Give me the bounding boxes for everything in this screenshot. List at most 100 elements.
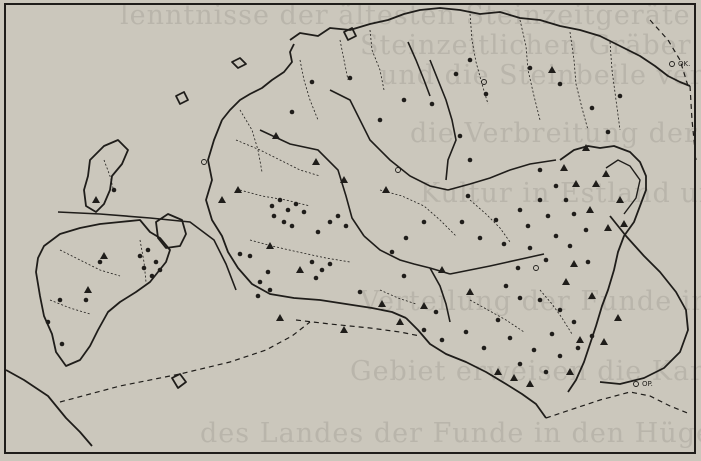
dot-symbol [517, 207, 523, 213]
bleed-through-line-3: und die Steinbeile verteilten sich die B… [380, 60, 701, 91]
dot-symbol [467, 157, 473, 163]
dot-symbol [247, 253, 253, 259]
triangle-symbol [576, 336, 584, 343]
triangle-symbol [494, 368, 502, 375]
triangle-symbol [592, 180, 600, 187]
triangle-symbol [378, 300, 386, 307]
dot-symbol [389, 249, 395, 255]
triangle-symbol [312, 158, 320, 165]
dot-symbol [605, 129, 611, 135]
triangle-symbol [548, 66, 556, 73]
dot-symbol [347, 75, 353, 81]
dot-symbol [549, 331, 555, 337]
dot-symbol [507, 335, 513, 341]
dot-symbol [265, 269, 271, 275]
dot-symbol [537, 197, 543, 203]
dot-symbol [557, 81, 563, 87]
dot-symbol [269, 203, 275, 209]
bleed-through-line-2: Steinzeitlichen Gräber den sechsen Grund [360, 30, 701, 61]
triangle-symbol [466, 288, 474, 295]
dot-symbol [527, 65, 533, 71]
dot-symbol [503, 283, 509, 289]
dot-symbol [327, 261, 333, 267]
triangle-symbol [340, 176, 348, 183]
dot-symbol [309, 79, 315, 85]
triangle-symbol [582, 144, 590, 151]
dot-symbol [401, 97, 407, 103]
county-borders [57, 41, 557, 323]
dot-symbol [237, 251, 243, 257]
dot-symbol [289, 109, 295, 115]
dot-symbol [271, 213, 277, 219]
dashed-boundaries [59, 19, 697, 419]
dot-symbol [257, 279, 263, 285]
dot-symbol [467, 57, 473, 63]
triangle-symbol [340, 326, 348, 333]
dot-symbol [439, 337, 445, 343]
dot-symbol [567, 243, 573, 249]
triangle-symbol [560, 164, 568, 171]
dot-symbol [421, 219, 427, 225]
dot-symbol [377, 117, 383, 123]
triangle-symbol [604, 224, 612, 231]
dot-symbol [543, 257, 549, 263]
dot-symbol [137, 253, 143, 259]
triangle-symbol [588, 292, 596, 299]
dot-symbol [319, 267, 325, 273]
bleed-through-line-8: des Landes der Funde in den Hügeln [200, 418, 701, 449]
dot-symbol [59, 341, 65, 347]
dot-symbol [537, 297, 543, 303]
dot-symbol [315, 229, 321, 235]
triangle-symbol [396, 318, 404, 325]
place-label-se: OP. [642, 380, 653, 388]
dot-symbol [277, 197, 283, 203]
dot-symbol [83, 297, 89, 303]
bleed-through-line-4: die Verbreitung der Steinzeitlichen Sied… [410, 118, 701, 149]
triangle-symbol [296, 266, 304, 273]
triangle-symbol [84, 286, 92, 293]
bleed-through-line-6: Verteilung der Funde in den Kirchspielen [360, 286, 701, 317]
dot-symbol [357, 289, 363, 295]
place-label-ne: OK. [678, 60, 690, 68]
dot-symbol [563, 197, 569, 203]
triangle-symbol [526, 380, 534, 387]
town-circle [201, 159, 207, 165]
bleed-through-line-7: Gebiet erweisen die Karte Rückung [350, 356, 701, 387]
dot-symbol [617, 93, 623, 99]
triangle-symbol [438, 266, 446, 273]
dot-symbol [281, 219, 287, 225]
triangle-symbol [614, 314, 622, 321]
dot-symbol [585, 259, 591, 265]
dot-symbol [111, 187, 117, 193]
bleed-through-line-1: lenntnisse der ältesten Steinzeitgeräte … [120, 0, 701, 31]
dot-symbol [157, 267, 163, 273]
dot-symbol [285, 207, 291, 213]
dot-symbol [517, 295, 523, 301]
dot-symbols [45, 57, 623, 375]
dot-symbol [463, 329, 469, 335]
triangle-symbol [276, 314, 284, 321]
triangle-symbol [600, 338, 608, 345]
dot-symbol [531, 347, 537, 353]
dot-symbol [327, 219, 333, 225]
coastline [5, 7, 691, 447]
dot-symbol [301, 209, 307, 215]
dot-symbol [255, 293, 261, 299]
dot-symbol [525, 223, 531, 229]
lake-peipus [605, 159, 641, 215]
dot-symbol [575, 345, 581, 351]
dot-symbol [589, 333, 595, 339]
town-circle [669, 61, 675, 67]
triangle-symbol [382, 186, 390, 193]
dot-symbol [267, 287, 273, 293]
dot-symbol [557, 307, 563, 313]
dot-symbol [459, 219, 465, 225]
dot-symbol [545, 213, 551, 219]
town-circle [395, 167, 401, 173]
triangle-symbol [602, 170, 610, 177]
dot-symbol [553, 183, 559, 189]
dot-symbol [145, 247, 151, 253]
dot-symbol [481, 345, 487, 351]
dot-symbol [583, 227, 589, 233]
triangle-symbol [234, 186, 242, 193]
